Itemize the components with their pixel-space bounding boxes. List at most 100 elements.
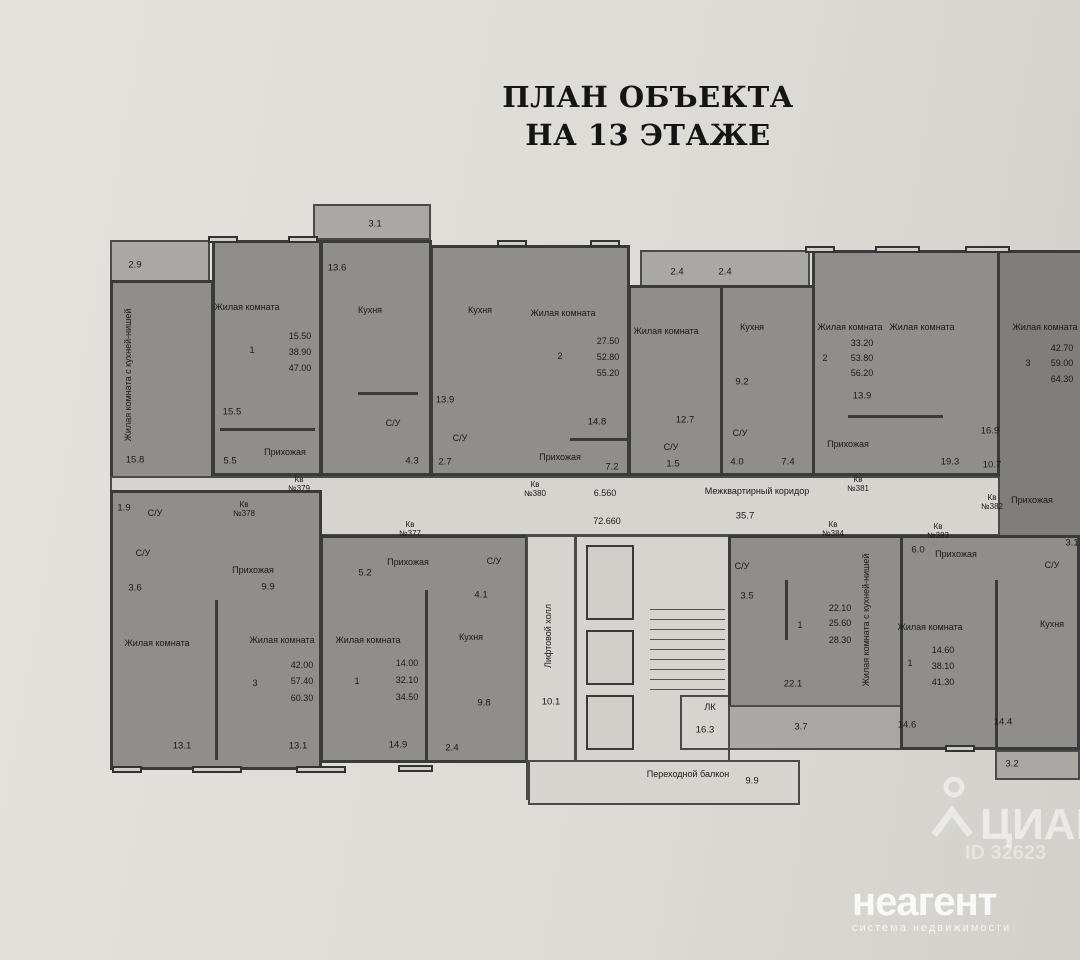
area-label: 4.3 [405, 455, 419, 467]
window [296, 766, 346, 773]
wall [848, 415, 943, 418]
window [112, 766, 142, 773]
room-name-label: Прихожая [827, 439, 869, 449]
area-label: 5.5 [223, 455, 237, 467]
wall [358, 392, 418, 395]
room-name-label: Прихожая [387, 557, 429, 567]
area-label: 2.9 [128, 259, 142, 271]
room-name-label: Жилая комната [897, 622, 963, 632]
room-name-label: Жилая комната с кухней-нишей [123, 308, 133, 442]
room-name-label: Прихожая [1011, 495, 1053, 505]
area-label: 9.9 [745, 775, 759, 787]
apartment-number-379: Кв №379 [288, 475, 310, 493]
apartment-area-with-balcony: 47.00 [288, 363, 312, 373]
room-name-label: Жилая комната [124, 638, 190, 648]
apartment-number-378: Кв №378 [233, 500, 255, 518]
area-label: 2.4 [670, 266, 684, 278]
area-label: 1.9 [117, 502, 131, 514]
area-label: 14.8 [587, 416, 607, 428]
apartment-living-area: 22.10 [828, 603, 852, 613]
room-count: 2 [822, 353, 828, 363]
apartment-379-kitchen [320, 240, 432, 476]
wall [570, 438, 628, 441]
apartment-383 [900, 535, 1080, 750]
neagent-tagline: система недвижимости [852, 922, 1012, 934]
elevation-mark: 72.660 [593, 516, 621, 526]
wall [215, 600, 218, 760]
apartment-total-area: 57.40 [290, 676, 314, 686]
apartment-living-area: 27.50 [596, 336, 620, 346]
room-name-label: Жилая комната [633, 326, 699, 336]
area-label: 3.1 [368, 218, 382, 230]
wall [220, 428, 315, 431]
area-label: 9.2 [735, 376, 749, 388]
apartment-area-with-balcony: 41.30 [931, 677, 955, 687]
room-name-label: С/У [1044, 560, 1060, 570]
area-label: 3.6 [128, 582, 142, 594]
apartment-area-with-balcony: 56.20 [850, 368, 874, 378]
apartment-total-area: 32.10 [395, 675, 419, 685]
area-label: 14.6 [897, 719, 917, 731]
transition-balcony [528, 760, 800, 805]
window [288, 236, 318, 243]
area-label: 2.7 [438, 456, 452, 468]
room-name-label: Прихожая [935, 549, 977, 559]
corridor-name-label: Межквартирный коридор [704, 486, 810, 496]
cian-logo-text: ЦИАН [980, 800, 1080, 849]
room-name-label: ЛК [704, 702, 716, 712]
apartment-total-area: 38.10 [931, 661, 955, 671]
balcony [995, 750, 1080, 780]
apartment-living-area: 15.50 [288, 331, 312, 341]
window [805, 246, 835, 253]
apartment-area-with-balcony: 28.30 [828, 635, 852, 645]
area-label: 2.4 [718, 266, 732, 278]
listing-id: ID 32623 [965, 842, 1047, 864]
apartment-total-area: 25.60 [828, 618, 852, 628]
area-label: 4.1 [474, 589, 488, 601]
balcony [313, 204, 431, 240]
apartment-total-area: 53.80 [850, 353, 874, 363]
area-label: 10.7 [982, 459, 1002, 471]
area-label: 13.6 [327, 262, 347, 274]
area-label: 10.1 [541, 696, 561, 708]
room-name-label: Жилая комната с кухней-нишей [861, 553, 871, 687]
room-name-label: Прихожая [539, 452, 581, 462]
staircase [650, 600, 725, 690]
room-count: 1 [797, 620, 803, 630]
area-label: 4.0 [730, 456, 744, 468]
apartment-number-380: Кв №380 [524, 480, 546, 498]
wall [425, 590, 428, 760]
room-name-label: Жилая комната [817, 322, 883, 332]
room-name-label: Кухня [357, 305, 383, 315]
room-count: 2 [557, 351, 563, 361]
area-label: 6.0 [911, 544, 925, 556]
area-label: 15.5 [222, 406, 242, 418]
plan-title-line2: НА 13 ЭТАЖЕ [525, 118, 771, 152]
apartment-living-area: 42.00 [290, 660, 314, 670]
balcony [110, 240, 210, 282]
area-label: 3.2 [1005, 758, 1019, 770]
room-name-label: С/У [663, 442, 679, 452]
room-name-label: С/У [486, 556, 502, 566]
room-count: 3 [1025, 358, 1031, 368]
room-name-label: С/У [135, 548, 151, 558]
wall [785, 580, 788, 640]
area-label: 13.1 [288, 740, 308, 752]
area-label: 16.3 [695, 724, 715, 736]
apartment-total-area: 59.00 [1050, 358, 1074, 368]
room-name-label: С/У [385, 418, 401, 428]
apartment-total-area: 52.80 [596, 352, 620, 362]
balcony [640, 250, 810, 290]
window [208, 236, 238, 243]
room-name-label: Жилая комната [530, 308, 596, 318]
apartment-area-with-balcony: 34.50 [395, 692, 419, 702]
room-name-label: Кухня [1039, 619, 1065, 629]
apartment-number-384: Кв №384 [822, 520, 844, 538]
area-label: 16.9 [980, 425, 1000, 437]
area-label: 19.3 [940, 456, 960, 468]
elevator [586, 630, 634, 685]
room-count: 1 [249, 345, 255, 355]
room-name-label: Лифтовой холл [543, 603, 553, 669]
area-label: 1.5 [666, 458, 680, 470]
room-count: 1 [354, 676, 360, 686]
